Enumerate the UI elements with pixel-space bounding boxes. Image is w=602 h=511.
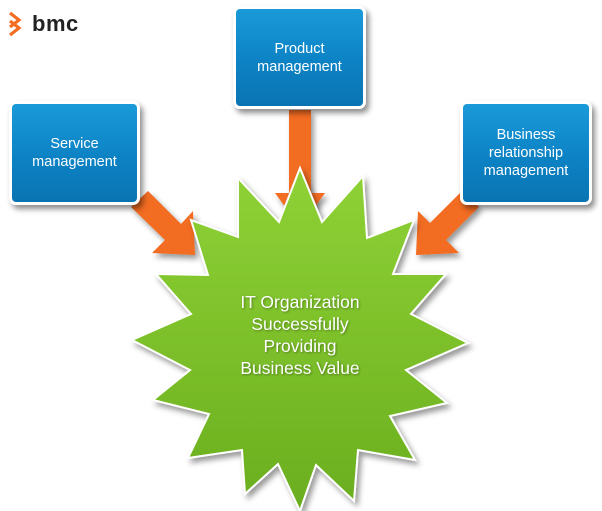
product-management-box: Product management [233,6,366,109]
bmc-logo: bmc [6,8,96,40]
arrow-service-diagonal [131,191,195,255]
business-relationship-management-box: Business relationship management [460,101,592,205]
bmc-chevron-icon [9,11,22,37]
center-value-text: IT Organization Successfully Providing B… [240,292,360,378]
arrow-business-diagonal [416,191,479,255]
starburst-shape [129,165,471,511]
logo-wordmark: bmc [32,11,79,36]
service-management-box: Service management [9,101,140,205]
